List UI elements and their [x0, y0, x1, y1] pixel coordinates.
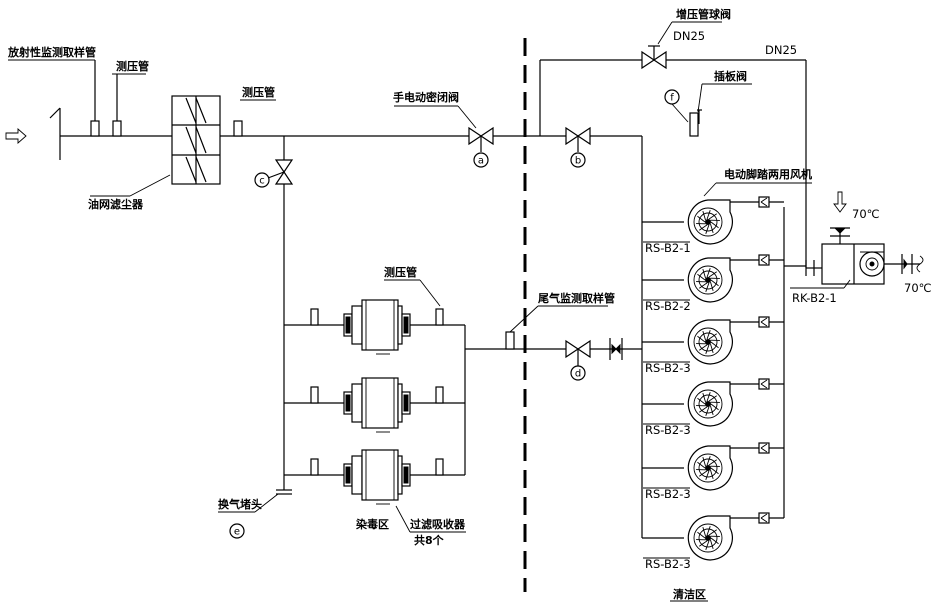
- manual-valve-label: 手电动密闭阀: [393, 90, 459, 104]
- booster-valve-label: 增压管球阀: [676, 7, 731, 21]
- fresh-air-arrow-icon: [833, 191, 847, 213]
- valve-mark-b: b: [575, 156, 581, 167]
- exhaust-line: 尾气监测取样管 d: [465, 291, 642, 381]
- intake-section: 放射性监测取样管 测压管: [5, 45, 172, 160]
- dn25-valve-label: DN25: [673, 29, 705, 43]
- pressure-tube-label-3: 测压管: [384, 265, 417, 279]
- valve-mark-a: a: [478, 156, 484, 167]
- filter-absorber-1: [343, 299, 411, 355]
- radio-sampling-stub: [90, 120, 100, 137]
- fan-label: RS-B2-3: [645, 487, 691, 501]
- fan-label: RS-B2-3: [645, 361, 691, 375]
- exhaust-sampling-label: 尾气监测取样管: [537, 291, 615, 305]
- fan-unit: [687, 512, 784, 561]
- bypass-valve-c: c 换气堵头 e: [218, 136, 294, 539]
- dn25-line-label: DN25: [765, 43, 797, 57]
- fan-label: RS-B2-1: [645, 241, 691, 255]
- filter-absorber-2: [343, 377, 411, 433]
- dual-fan-label: 电动脚踏两用风机: [724, 167, 812, 181]
- intake-arrow-icon: [5, 128, 27, 144]
- fan-unit: [687, 196, 784, 245]
- filter-absorber-bank: 测压管: [284, 265, 466, 476]
- clean-zone-label: 清洁区: [673, 587, 706, 601]
- fan-manifold: 电动脚踏两用风机: [641, 136, 812, 539]
- fan-label: RS-B2-3: [645, 557, 691, 571]
- plug-valve-label: 插板阀: [714, 69, 747, 83]
- filter-count-label: 共8个: [414, 533, 445, 547]
- booster-pipe: 增压管球阀 DN25 DN25: [539, 7, 822, 269]
- oil-filter-label: 油网滤尘器: [88, 197, 144, 211]
- contaminated-zone-label: 染毒区: [356, 517, 389, 531]
- air-exchange-label: 换气堵头: [218, 497, 262, 511]
- valve-mark-e: e: [234, 527, 240, 538]
- valve-mark-d: d: [575, 369, 581, 380]
- plug-valve-f: f 插板阀: [664, 69, 752, 137]
- fan-label: RS-B2-2: [645, 299, 691, 313]
- radio-sampling-label: 放射性监测取样管: [7, 45, 96, 59]
- pressure-tube-label-1: 测压管: [116, 59, 149, 73]
- fan-unit: [687, 316, 784, 365]
- oil-net-filter: 油网滤尘器: [88, 95, 221, 211]
- valve-mark-c: c: [259, 176, 265, 187]
- temp-right-label: 70℃: [904, 281, 932, 295]
- pressure-stub-1: [112, 120, 122, 137]
- fan-label: RS-B2-3: [645, 423, 691, 437]
- manual-airtight-valve-a: a 手电动密闭阀: [393, 90, 494, 168]
- valve-mark-f: f: [670, 93, 674, 104]
- fan-unit: [687, 254, 784, 303]
- filter-absorber-3: [343, 449, 411, 505]
- fan-unit: [687, 442, 784, 491]
- fan-unit: [687, 378, 784, 427]
- valve-b: b: [565, 126, 591, 168]
- pressure-tube-label-2: 测压管: [242, 85, 275, 99]
- pressure-stub-2: [233, 120, 243, 137]
- exhaust-fan-unit: 70℃ 70℃ RK-B2-1: [790, 191, 932, 305]
- exhaust-fan-label: RK-B2-1: [792, 291, 837, 305]
- temp-top-label: 70℃: [852, 207, 880, 221]
- fan-group: RS-B2-1RS-B2-2RS-B2-3RS-B2-3RS-B2-3RS-B2…: [643, 196, 784, 571]
- filter-absorber-label: 过滤吸收器: [410, 517, 466, 531]
